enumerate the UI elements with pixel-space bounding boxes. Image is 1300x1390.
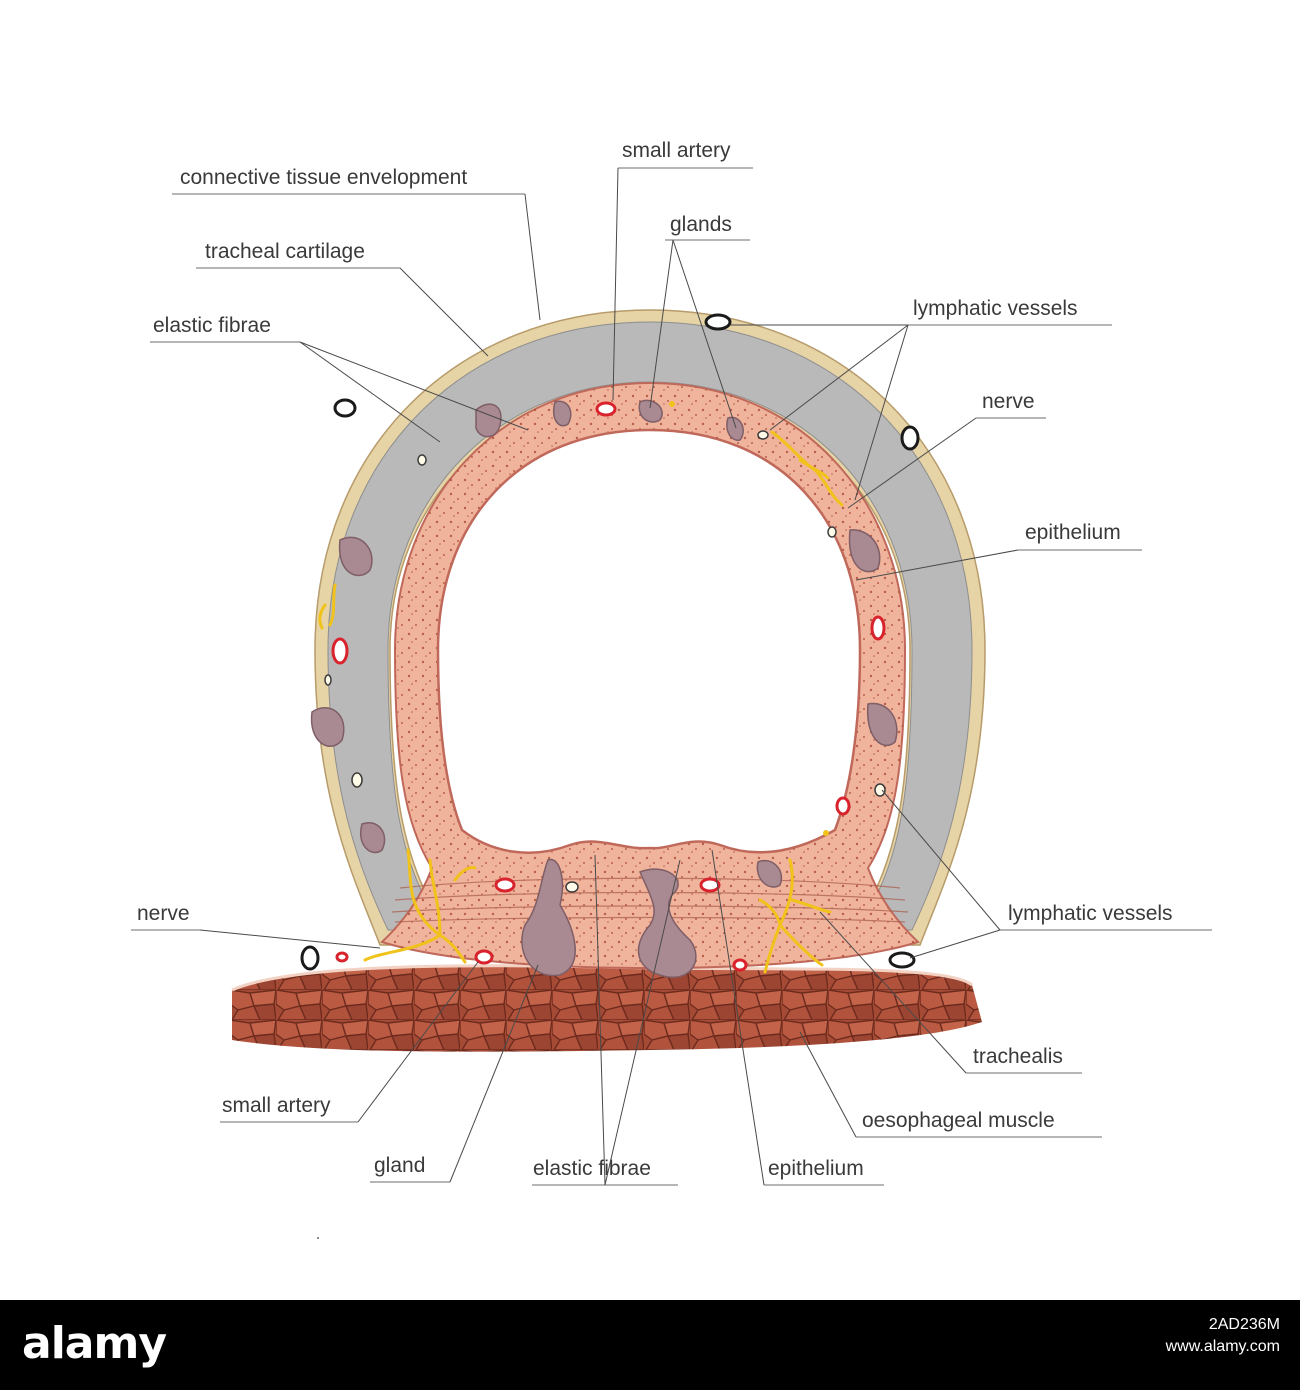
site-url: www.alamy.com xyxy=(1165,1338,1280,1355)
label-glands: glands xyxy=(670,213,732,236)
tracheal-lumen xyxy=(436,428,862,854)
label-trachealis: trachealis xyxy=(973,1045,1063,1068)
image-id: 2AD236M xyxy=(1208,1316,1280,1333)
footer-bar: alamy 2AD236M www.alamy.com xyxy=(0,1300,1300,1390)
label-oesophageal-muscle: oesophageal muscle xyxy=(862,1109,1055,1132)
small-arteries xyxy=(331,401,886,972)
label-nerve-right: nerve xyxy=(982,390,1035,413)
label-small-artery-top: small artery xyxy=(622,139,731,162)
glands xyxy=(310,399,898,978)
stray-dot xyxy=(317,1237,319,1239)
label-epithelium-right: epithelium xyxy=(1025,521,1121,544)
alamy-logo: alamy xyxy=(22,1318,167,1369)
label-epithelium-bottom: epithelium xyxy=(768,1157,864,1180)
label-lymphatic-vessels-top: lymphatic vessels xyxy=(913,297,1078,320)
label-tracheal-cartilage: tracheal cartilage xyxy=(205,240,365,263)
lymphatic-vessels xyxy=(300,313,920,971)
label-elastic-fibrae-top: elastic fibrae xyxy=(153,314,271,337)
small-lymphatics xyxy=(324,430,886,893)
label-small-artery-bottom: small artery xyxy=(222,1094,331,1117)
label-connective-tissue: connective tissue envelopment xyxy=(180,166,467,189)
label-gland: gland xyxy=(374,1154,425,1177)
image-id-block: 2AD236M www.alamy.com xyxy=(1166,1314,1280,1358)
nerves xyxy=(318,401,844,974)
label-nerve-left: nerve xyxy=(137,902,190,925)
label-lymphatic-vessels-right: lymphatic vessels xyxy=(1008,902,1173,925)
trachea-cross-section-diagram: connective tissue envelopment small arte… xyxy=(131,139,1212,1239)
oesophageal-muscle-layer xyxy=(231,964,982,1052)
label-elastic-fibrae-bottom: elastic fibrae xyxy=(533,1157,651,1180)
